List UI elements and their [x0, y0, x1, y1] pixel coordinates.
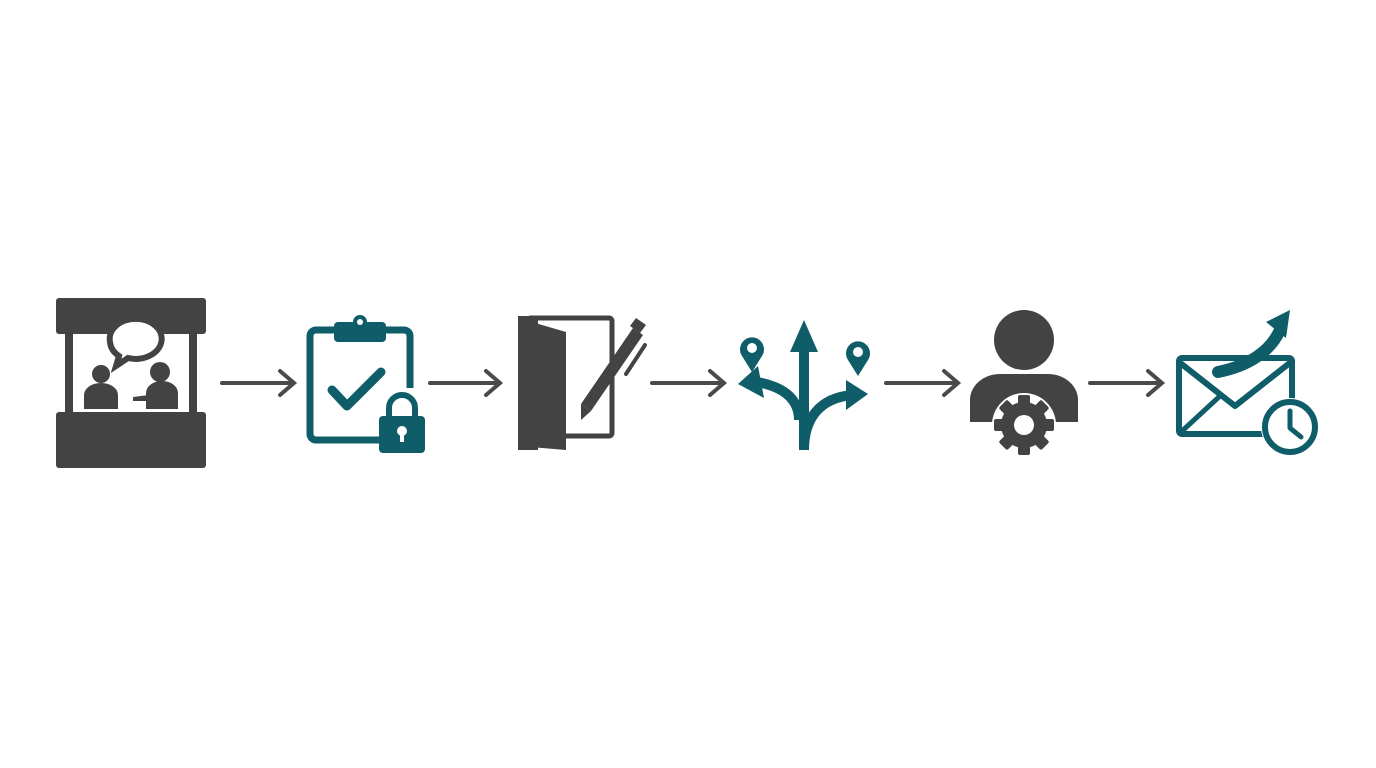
user-gear-icon [970, 310, 1078, 457]
door-notepad-pen-icon [518, 315, 647, 450]
branching-paths-icon [738, 320, 870, 451]
right-arrow-icon [1088, 369, 1166, 397]
right-arrow-icon [220, 369, 298, 397]
right-arrow-icon [884, 369, 962, 397]
booth-conversation-icon [56, 298, 206, 468]
right-arrow-icon [650, 369, 728, 397]
envelope-growth-clock-icon [1176, 310, 1319, 456]
right-arrow-icon [428, 369, 504, 397]
clipboard-check-lock-icon [306, 315, 425, 453]
